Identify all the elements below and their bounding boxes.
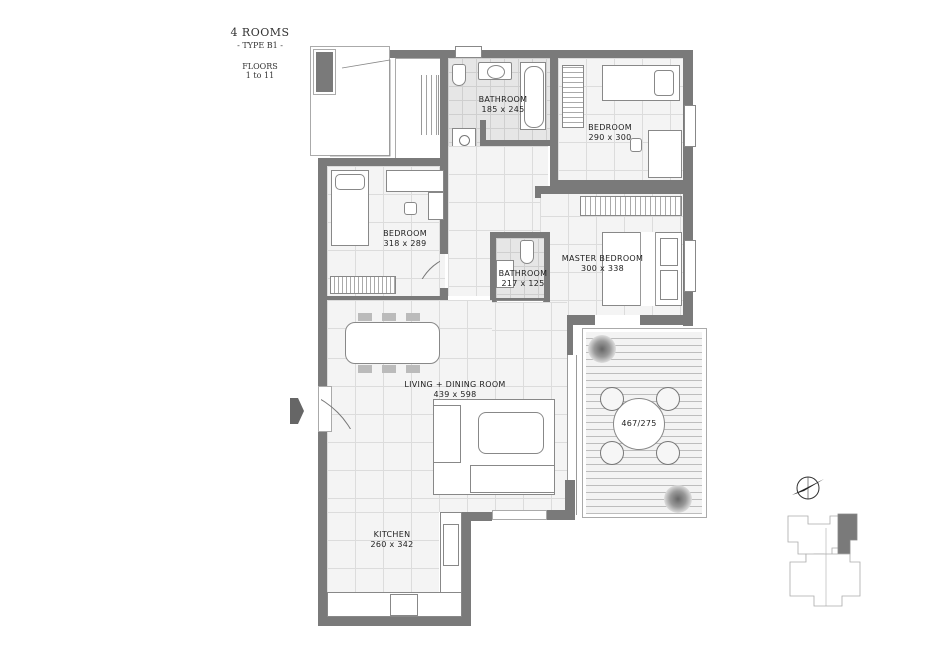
bathroom-1-label: BATHROOM 185 x 245	[478, 95, 528, 114]
bedroom-1-label: BEDROOM 290 x 300	[588, 123, 632, 142]
chair-icon	[404, 202, 417, 215]
living-dining-label: LIVING + DINING ROOM 439 x 598	[404, 380, 506, 399]
wall	[640, 315, 693, 325]
wall	[327, 296, 448, 302]
window	[684, 240, 696, 292]
wall	[545, 510, 575, 520]
compass-icon	[792, 476, 824, 500]
plant-icon	[588, 335, 616, 363]
bathroom-2-label: BATHROOM 217 x 125	[498, 269, 548, 288]
wall	[535, 186, 693, 194]
bedroom-2-label: BEDROOM 318 x 289	[383, 229, 427, 248]
tub-inner	[524, 66, 544, 128]
window	[684, 105, 696, 147]
kitchen-label: KITCHEN 260 x 342	[370, 530, 414, 549]
duvet	[640, 232, 656, 306]
wall	[555, 180, 693, 188]
wardrobe	[562, 65, 584, 128]
wardrobe	[330, 276, 396, 294]
stove-icon	[390, 594, 418, 616]
armchair-icon	[433, 405, 461, 463]
pillow	[654, 70, 674, 96]
unit-title-block: 4 ROOMS - TYPE B1 - FLOORS 1 to 11	[210, 26, 310, 80]
chair-icon	[656, 441, 680, 465]
wall	[565, 315, 595, 325]
wall	[480, 120, 486, 158]
unit-type: 4 ROOMS	[230, 26, 290, 39]
type-label: - TYPE B1 -	[237, 41, 283, 50]
dining-chairs-bottom	[358, 365, 423, 373]
wall	[565, 480, 575, 516]
shaft-block	[313, 49, 336, 95]
floors-range: 1 to 11	[245, 71, 275, 80]
dining-table	[345, 322, 440, 364]
terrace-table	[613, 398, 665, 450]
desk	[386, 170, 444, 192]
wall	[440, 288, 448, 298]
master-bedroom-label: MASTER BEDROOM 300 x 338	[561, 254, 644, 273]
entrance-arrow-icon[interactable]	[290, 398, 304, 424]
chair-icon	[600, 387, 624, 411]
wardrobe	[580, 196, 682, 216]
plant-icon	[664, 485, 692, 513]
terrace-outline	[582, 328, 707, 518]
wall	[318, 158, 448, 166]
wall	[440, 58, 448, 158]
wall	[390, 50, 446, 58]
pillow	[660, 270, 678, 300]
shaft-area	[310, 46, 390, 156]
floors-label: FLOORS	[242, 62, 278, 71]
window	[455, 46, 482, 58]
wall	[555, 50, 690, 58]
wall	[440, 158, 448, 254]
sink-icon	[443, 524, 459, 566]
sink-icon	[496, 260, 514, 288]
glass-door	[567, 355, 577, 515]
toilet-icon	[520, 240, 534, 264]
washer-drum	[459, 135, 470, 146]
wall	[486, 140, 550, 146]
window	[492, 510, 547, 520]
coffee-table	[478, 412, 544, 454]
wall	[565, 315, 573, 355]
wall	[535, 186, 541, 198]
wall	[318, 158, 327, 386]
dining-chairs-top	[358, 313, 423, 321]
wall	[462, 512, 471, 626]
terrace-size-label: 467/275	[621, 419, 657, 428]
rack-icon	[421, 75, 439, 135]
key-plan-icon	[787, 513, 861, 607]
chair-icon	[656, 387, 680, 411]
wall	[318, 430, 327, 626]
desk	[648, 130, 682, 178]
pillow	[335, 174, 365, 190]
wall	[445, 50, 555, 58]
chair-icon	[600, 441, 624, 465]
basin	[487, 65, 505, 79]
wall	[550, 50, 558, 190]
chair-icon	[630, 138, 642, 152]
desk-side	[428, 192, 444, 220]
kitchen-floor	[327, 512, 439, 592]
toilet-icon	[452, 64, 466, 86]
sofa-icon	[470, 465, 555, 493]
pillow	[660, 238, 678, 266]
wall	[318, 617, 470, 626]
wall	[462, 512, 492, 521]
